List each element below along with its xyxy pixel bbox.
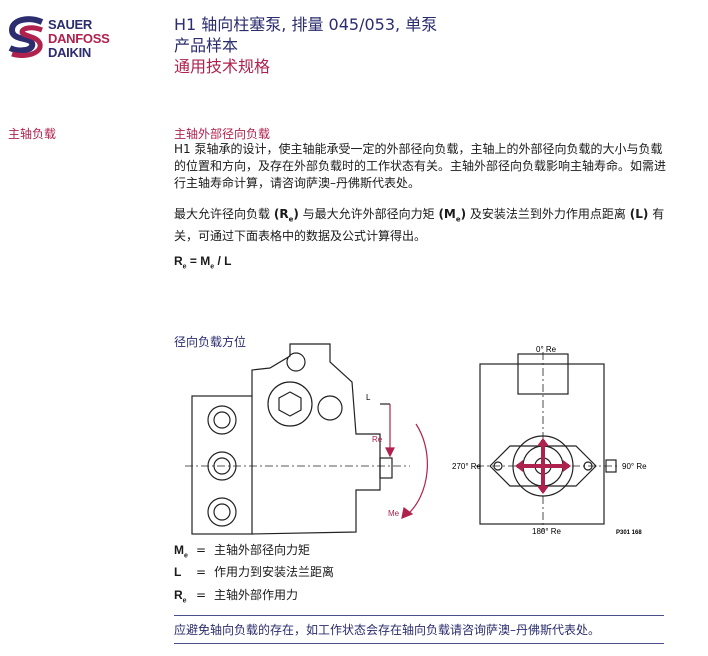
logo-daikin: DAIKIN: [48, 45, 91, 60]
text: 及安装法兰到外力作用点距离: [466, 207, 630, 221]
load-arrows: [380, 403, 428, 519]
symbol-l: (L): [629, 207, 649, 221]
document-subtitle: 产品样本: [174, 36, 239, 55]
text: 有关，可通过下面表格中的数据及公式计算得出。: [174, 207, 665, 244]
label-re: Re: [372, 435, 383, 444]
label-0deg: 0° Re: [536, 345, 557, 354]
f-sub2: e: [210, 263, 215, 271]
label-90deg: 90° Re: [622, 462, 647, 471]
label-me: Me: [388, 509, 400, 518]
legend-desc: 主轴外部径向力矩: [214, 543, 311, 557]
legend-row: Re = 主轴外部作用力: [174, 587, 334, 609]
pump-drawing: L Re Me 0° Re 90° Re 180° Re 270° Re P30…: [185, 343, 647, 536]
company-logo: SAUER DANFOSS DAIKIN: [8, 14, 128, 64]
subscript: e: [288, 215, 294, 224]
formula: Re = Me / L: [174, 254, 232, 270]
figure-title: 径向负载方位: [174, 335, 247, 349]
legend-sub: e: [182, 597, 187, 605]
front-view-pump: [479, 353, 617, 525]
label-270deg: 270° Re: [452, 462, 482, 471]
legend-row: Me = 主轴外部径向力矩: [174, 542, 334, 564]
f-eq: = M: [186, 254, 211, 268]
label-180deg: 180° Re: [532, 527, 562, 536]
label-l: L: [366, 393, 371, 402]
legend-symbol: L: [174, 565, 182, 580]
document-header: H1 轴向柱塞泵, 排量 045/053, 单泵 产品样本 通用技术规格: [174, 14, 437, 77]
logo-sauer: SAUER: [48, 17, 93, 32]
legend-symbol: M: [174, 543, 184, 557]
legend-sub: e: [184, 552, 188, 560]
paragraph-2: 最大允许径向负载 (Re) 与最大允许外部径向力矩 (Me) 及安装法兰到外力作…: [174, 207, 665, 244]
f-sub: e: [182, 263, 187, 271]
legend-desc: 作用力到安装法兰距离: [214, 565, 335, 580]
section-heading: 通用技术规格: [174, 57, 271, 76]
paragraph-1: H1 泵轴承的设计，使主轴能承受一定的外部径向负载，主轴上的外部径向负载的大小与…: [174, 142, 667, 190]
f-tail: / L: [214, 254, 232, 268]
symbol-m: M: [443, 207, 456, 221]
legend-eq: =: [196, 543, 207, 557]
legend-row: L = 作用力到安装法兰距离: [174, 564, 334, 586]
legend-eq: =: [196, 565, 207, 580]
side-view-pump: [191, 343, 393, 535]
logo-danfoss: DANFOSS: [48, 31, 110, 46]
logo-s-icon: [8, 16, 44, 58]
section-title: 主轴外部径向负载: [174, 127, 271, 141]
symbol-legend: Me = 主轴外部径向力矩 L = 作用力到安装法兰距离 Re = 主轴外部作用力: [174, 542, 334, 609]
legend-symbol: R: [174, 587, 183, 602]
f-r: R: [174, 254, 183, 268]
legend-eq: =: [196, 587, 207, 602]
subscript: e: [455, 215, 461, 224]
text: 与最大允许外部径向力矩: [298, 207, 439, 221]
direction-arrows: [515, 438, 571, 494]
legend-desc: 主轴外部作用力: [214, 587, 299, 602]
symbol-r: R: [279, 207, 289, 221]
caution-note: 应避免轴向负载的存在，如工作状态会存在轴向负载请咨询萨澳–丹佛斯代表处。: [174, 615, 664, 644]
text: 最大允许径向负载: [174, 207, 274, 221]
sidebar-label: 主轴负载: [8, 127, 57, 141]
figure-code: P301 168: [616, 530, 642, 536]
document-title: H1 轴向柱塞泵, 排量 045/053, 单泵: [174, 15, 438, 34]
